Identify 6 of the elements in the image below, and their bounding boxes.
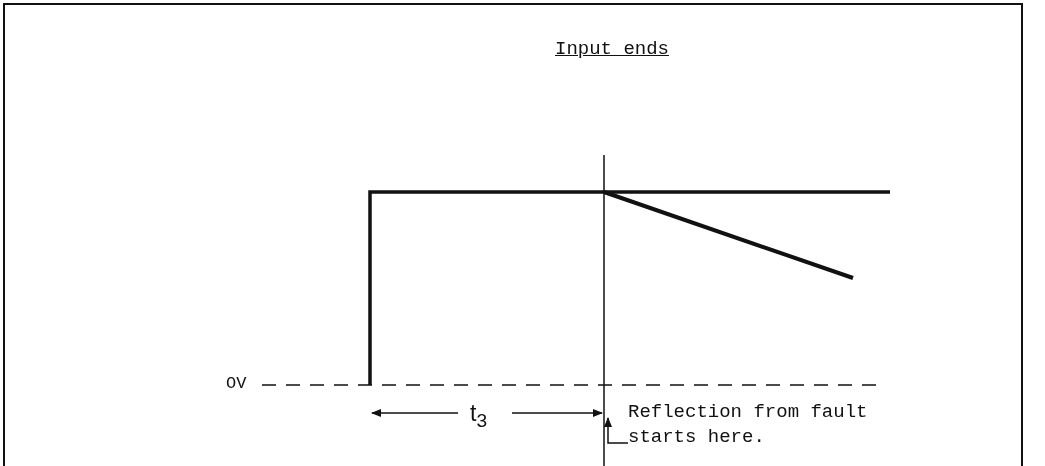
note-text: Reflection from fault starts here. (628, 400, 928, 450)
leader-arrow (604, 417, 629, 444)
time-marker-line (603, 154, 605, 466)
dimension-label: t$_{3}$ (470, 400, 488, 432)
axis-label: OV (226, 374, 247, 393)
title-text: Input ends (555, 38, 670, 60)
